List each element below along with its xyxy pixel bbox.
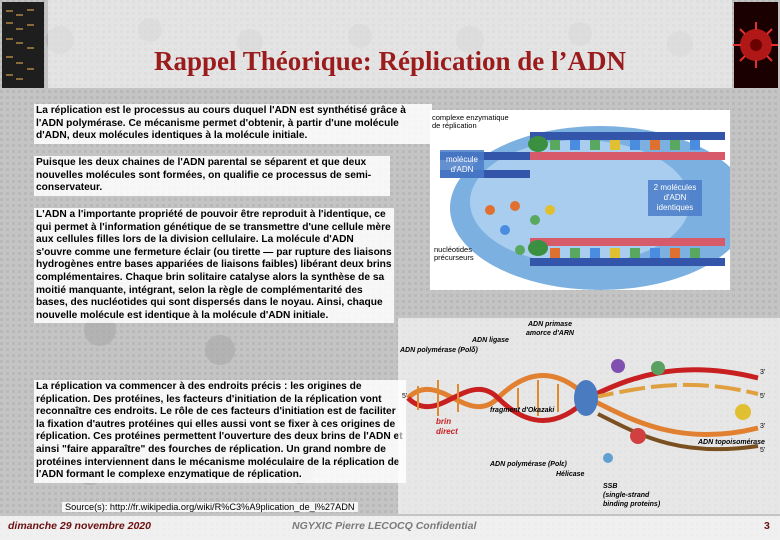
leading-template — [586, 395, 759, 438]
label-5prime-top: 5' — [760, 393, 765, 400]
footer-page-number: 3 — [764, 520, 770, 532]
daughter-strand-1 — [530, 132, 725, 140]
label-5prime-left: 5' — [402, 393, 407, 400]
label-two-line3: identiques — [657, 203, 693, 212]
gel-electrophoresis-image — [2, 2, 44, 88]
label-nucleotides-line1: nucléotides — [434, 245, 472, 254]
slide-title: Rappel Théorique: Réplication de l’ADN — [153, 46, 626, 77]
topoisomerase-protein — [735, 404, 751, 420]
label-two-line1: 2 molécules — [654, 183, 697, 192]
label-3prime-bottom: 3' — [760, 423, 765, 430]
okazaki-fragments — [587, 382, 759, 400]
enzyme-complex-bottom — [528, 240, 548, 256]
daughter-strand-2 — [530, 152, 725, 160]
parental-strand-top — [440, 152, 530, 160]
diagram2-panel — [398, 318, 780, 514]
label-molecule-line2: d'ADN — [451, 165, 474, 174]
label-rna-primer: amorce d'ARN — [526, 330, 575, 337]
nucleotide-blocks — [485, 140, 700, 258]
label-okazaki: fragment d'Okazaki — [490, 407, 555, 414]
daughter-strand-3 — [530, 238, 725, 246]
paragraph-identical-copy: L'ADN a l'importante propriété de pouvoi… — [34, 208, 394, 324]
paragraph-definition: La réplication est le processus au cours… — [34, 104, 432, 144]
footer-date: dimanche 29 novembre 2020 — [8, 520, 151, 532]
label-helicase: Hélicase — [556, 471, 585, 478]
helicase-protein — [574, 380, 598, 416]
two-molecules-box — [648, 180, 702, 216]
label-two-line2: d'ADN — [664, 193, 687, 202]
label-topoisomerase: ADN topoisomérase — [697, 439, 765, 446]
label-primase: ADN primase — [527, 321, 572, 328]
label-brin-direct-2: direct — [436, 427, 458, 436]
label-complex-line1: complexe enzymatique — [432, 113, 509, 122]
virus-image — [733, 2, 778, 88]
label-ssb-1: SSB — [603, 483, 617, 490]
footer-bar — [0, 516, 780, 540]
polymerase-protein — [630, 428, 646, 444]
leading-new-strand — [597, 412, 759, 452]
label-polymerase-top: ADN polymérase (Polδ) — [399, 347, 478, 354]
helix-strand-red — [406, 386, 590, 423]
base-pair-rungs — [417, 380, 559, 416]
primase-protein — [651, 361, 665, 375]
label-polymerase-bottom: ADN polymérase (Polε) — [489, 461, 568, 468]
title-band — [48, 0, 732, 88]
molecule-label-box — [440, 150, 484, 178]
label-brin-direct-1: brin — [436, 417, 451, 426]
paragraph-semi-conservative: Puisque les deux chaines de l'ADN parent… — [34, 156, 390, 196]
footer-confidential: NGYXIC Pierre LECOCQ Confidential — [292, 520, 477, 532]
parental-strand-bottom — [440, 170, 530, 178]
label-complex-line2: de réplication — [432, 121, 477, 130]
label-nucleotides-line2: précurseurs — [434, 253, 474, 262]
label-ssb-3: binding proteins) — [603, 501, 661, 508]
label-ssb-2: (single-strand — [603, 492, 650, 499]
ssb-protein — [603, 453, 613, 463]
paragraph-origins: La réplication va commencer à des endroi… — [34, 380, 406, 483]
label-3prime-top: 3' — [760, 369, 765, 376]
replication-complex-diagram: complexe enzymatique de réplication molé… — [430, 110, 730, 290]
source-citation: Source(s): http://fr.wikipedia.org/wiki/… — [62, 502, 358, 512]
ligase-protein — [611, 359, 625, 373]
label-5prime-bottom: 5' — [760, 447, 765, 454]
label-molecule-line1: molécule — [446, 155, 479, 164]
enzyme-complex-top — [528, 136, 548, 152]
label-ligase: ADN ligase — [471, 337, 509, 344]
replication-fork-diagram: ADN primase amorce d'ARN ADN ligase ADN … — [398, 318, 780, 514]
daughter-strand-4 — [530, 258, 725, 266]
